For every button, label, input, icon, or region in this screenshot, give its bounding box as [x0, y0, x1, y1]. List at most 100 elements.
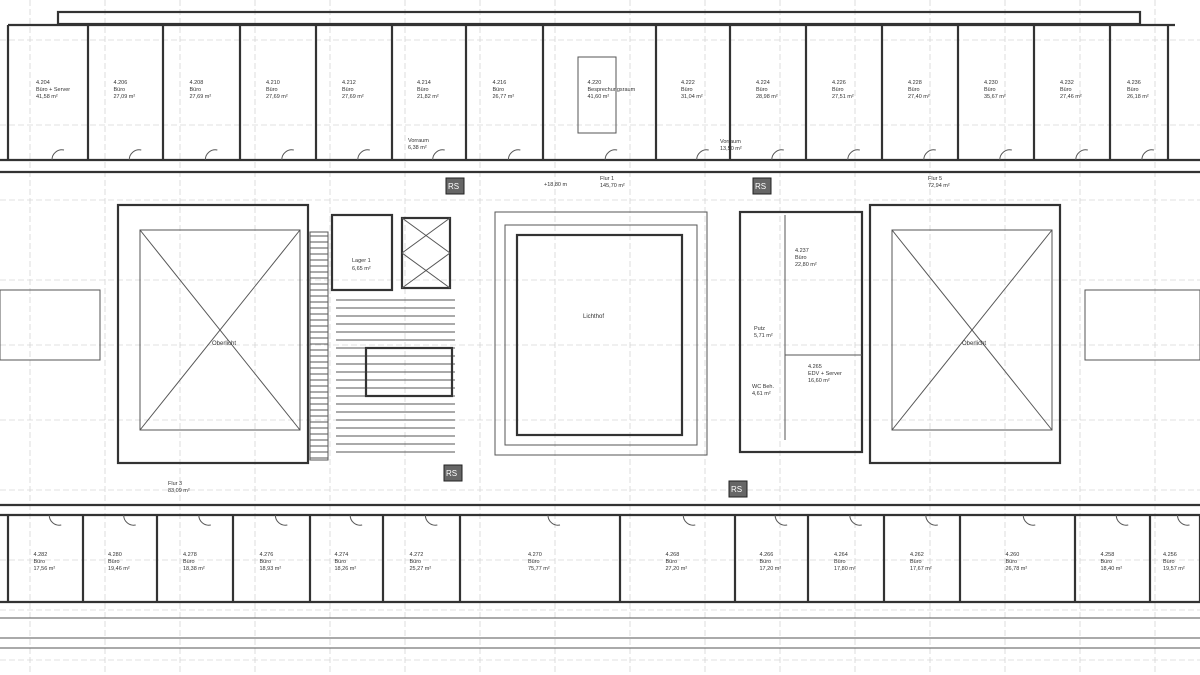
room-area: 18,40 m² — [1101, 566, 1123, 572]
room-area: 75,77 m² — [528, 566, 550, 572]
room-use: Büro — [834, 559, 846, 565]
room-area: 27,69 m² — [190, 94, 212, 100]
room-use: Büro — [190, 87, 202, 93]
door — [1141, 149, 1154, 161]
room-number: 4.216 — [493, 80, 507, 86]
riser-shaft: RS — [445, 177, 465, 195]
room-use: Büro — [756, 87, 768, 93]
room-number: 4.276 — [260, 552, 274, 558]
door — [999, 149, 1012, 161]
room-number: 4.220 — [588, 80, 602, 86]
room-use: EDV + Server — [808, 371, 842, 377]
room-area: 18,93 m² — [260, 566, 282, 572]
skylight-left-label: Oberlicht — [212, 341, 236, 347]
door — [123, 514, 136, 526]
door — [51, 149, 65, 161]
room-use: Büro — [342, 87, 354, 93]
room-number: 4.214 — [417, 80, 431, 86]
level-mark: +18,80 m — [544, 182, 568, 188]
room-use: Büro — [493, 87, 505, 93]
room-number: 4.280 — [108, 552, 122, 558]
room-use: Büro — [908, 87, 920, 93]
storage-label: Lager 1 — [352, 258, 371, 264]
room-number: 4.237 — [795, 248, 809, 254]
room-number: 4.282 — [34, 552, 48, 558]
room-number: 4.226 — [832, 80, 846, 86]
room-number: 4.265 — [808, 364, 822, 370]
room-number: 4.258 — [1101, 552, 1115, 558]
room-area: 28,98 m² — [756, 94, 778, 100]
door — [424, 514, 438, 526]
riser-shaft: RS — [443, 464, 463, 482]
door — [696, 149, 709, 161]
room-number: 4.260 — [1006, 552, 1020, 558]
room-use: Büro + Server — [36, 87, 70, 93]
corridor-area: 83,09 m² — [168, 488, 190, 494]
room-use: Büro — [183, 559, 195, 565]
door — [357, 149, 370, 161]
corridor-area: 145,70 m² — [600, 183, 625, 189]
room-number: 4.262 — [910, 552, 924, 558]
room-use: Büro — [335, 559, 347, 565]
door — [774, 514, 788, 526]
room-area: 19,57 m² — [1163, 566, 1185, 572]
room-area: 19,46 m² — [108, 566, 130, 572]
room-use: Büro — [795, 255, 807, 261]
room-number: 4.230 — [984, 80, 998, 86]
door — [1075, 149, 1088, 161]
room-area: 27,46 m² — [1060, 94, 1082, 100]
door — [849, 514, 862, 526]
riser-label: RS — [448, 182, 459, 191]
room-area: 18,38 m² — [183, 566, 205, 572]
room-area: 41,60 m² — [588, 94, 610, 100]
room-area: 17,20 m² — [760, 566, 782, 572]
corridor-labels: Flur 1 145,70 m² Flur 5 72,94 m² Flur 3 … — [168, 176, 950, 494]
door — [1176, 514, 1190, 526]
room-number: 4.204 — [36, 80, 50, 86]
room-use: Büro — [528, 559, 540, 565]
room-area: 18,26 m² — [335, 566, 357, 572]
room-use: Büro — [417, 87, 429, 93]
room-use: Büro — [1127, 87, 1139, 93]
room-number: 4.268 — [666, 552, 680, 558]
room-number: 4.206 — [114, 80, 128, 86]
skylight-right-label: Oberlicht — [962, 341, 986, 347]
riser-shaft: RS — [728, 480, 748, 498]
room-number: 4.222 — [681, 80, 695, 86]
room-area: 5,71 m² — [754, 333, 773, 339]
door — [847, 149, 860, 161]
door — [274, 514, 288, 526]
room-number: 4.236 — [1127, 80, 1141, 86]
meeting-table — [577, 56, 617, 134]
room-use: Büro — [1060, 87, 1072, 93]
room-area: 17,80 m² — [834, 566, 856, 572]
room-number: 4.208 — [190, 80, 204, 86]
room-area: 16,60 m² — [808, 378, 830, 384]
room-use: Büro — [410, 559, 422, 565]
room-use: Büro — [34, 559, 46, 565]
room-use: Büro — [1101, 559, 1113, 565]
room-use: Büro — [984, 87, 996, 93]
room-use: Besprechungsraum — [588, 87, 636, 93]
